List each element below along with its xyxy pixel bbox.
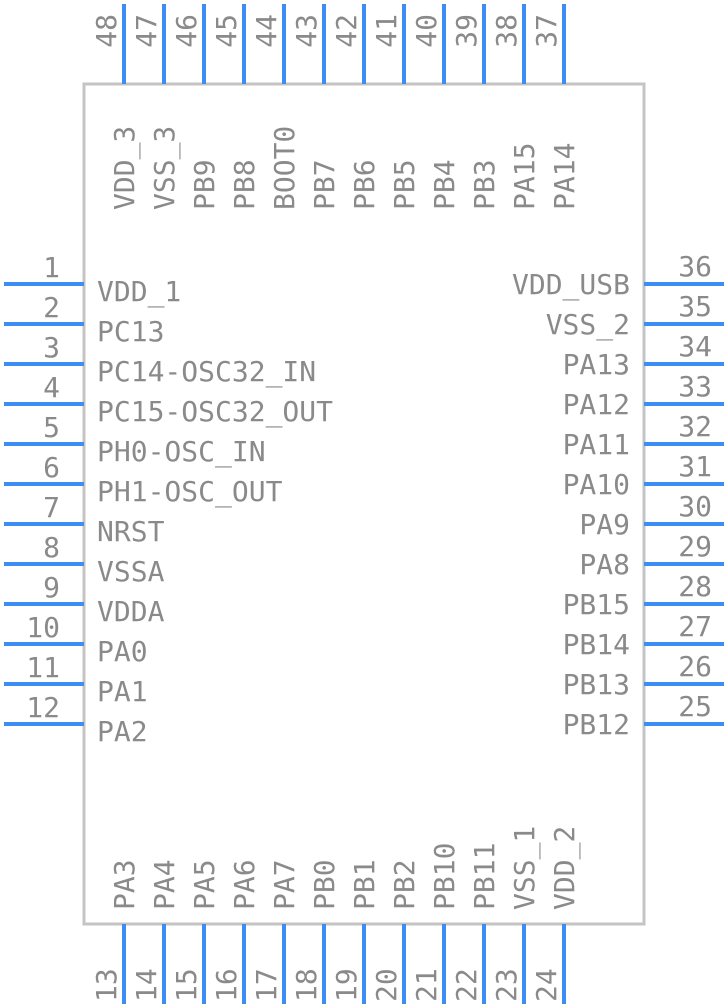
pin-label-20: PB2 xyxy=(388,859,421,910)
pin-label-26: PB13 xyxy=(563,668,630,701)
pin-label-38: PA15 xyxy=(508,143,541,210)
pin-label-31: PA10 xyxy=(563,468,630,501)
pin-number-26: 26 xyxy=(678,650,712,683)
pin-label-6: PH1-OSC_OUT xyxy=(97,475,283,509)
pin-label-33: PA12 xyxy=(563,388,630,421)
pin-number-10: 10 xyxy=(26,611,60,644)
pin-number-17: 17 xyxy=(250,968,283,1002)
pin-number-11: 11 xyxy=(26,651,60,684)
pin-label-7: NRST xyxy=(97,515,165,548)
pin-label-45: PB8 xyxy=(228,159,261,210)
pin-label-25: PB12 xyxy=(563,708,630,741)
pin-label-48: VDD_3 xyxy=(108,126,142,210)
pin-label-37: PA14 xyxy=(548,143,581,210)
pin-label-29: PA8 xyxy=(579,548,630,581)
pin-number-42: 42 xyxy=(330,14,363,48)
pin-number-25: 25 xyxy=(678,690,712,723)
pin-number-45: 45 xyxy=(210,14,243,48)
pin-number-39: 39 xyxy=(450,14,483,48)
pin-label-5: PH0-OSC_IN xyxy=(97,435,266,469)
pin-label-16: PA6 xyxy=(228,859,261,910)
pin-number-36: 36 xyxy=(678,250,712,283)
pin-label-13: PA3 xyxy=(108,859,141,910)
pin-number-29: 29 xyxy=(678,530,712,563)
pin-label-19: PB1 xyxy=(348,859,381,910)
pin-label-35: VSS_2 xyxy=(546,308,630,342)
pin-label-4: PC15-OSC32_OUT xyxy=(97,395,333,429)
pin-label-11: PA1 xyxy=(97,675,148,708)
pin-label-22: PB11 xyxy=(468,843,501,910)
pin-label-43: PB7 xyxy=(308,159,341,210)
pin-label-23: VSS_1 xyxy=(508,826,542,910)
pin-label-34: PA13 xyxy=(563,348,630,381)
pin-number-24: 24 xyxy=(530,968,563,1002)
pin-label-3: PC14-OSC32_IN xyxy=(97,355,316,389)
pin-label-40: PB4 xyxy=(428,159,461,210)
pin-label-27: PB14 xyxy=(563,628,630,661)
pin-label-47: VSS_3 xyxy=(148,126,182,210)
pin-label-8: VSSA xyxy=(97,555,165,588)
pin-label-39: PB3 xyxy=(468,159,501,210)
pin-label-32: PA11 xyxy=(563,428,630,461)
pin-number-32: 32 xyxy=(678,410,712,443)
pin-label-18: PB0 xyxy=(308,859,341,910)
pin-number-14: 14 xyxy=(130,968,163,1002)
pin-number-8: 8 xyxy=(43,531,60,564)
pin-number-41: 41 xyxy=(370,14,403,48)
pin-number-16: 16 xyxy=(210,968,243,1002)
pin-number-5: 5 xyxy=(43,411,60,444)
pin-number-23: 23 xyxy=(490,968,523,1002)
pin-label-9: VDDA xyxy=(97,595,165,628)
ic-body xyxy=(82,82,646,926)
pin-number-22: 22 xyxy=(450,968,483,1002)
pin-label-42: PB6 xyxy=(348,159,381,210)
pin-number-43: 43 xyxy=(290,14,323,48)
pin-number-46: 46 xyxy=(170,14,203,48)
pin-number-31: 31 xyxy=(678,450,712,483)
pin-label-15: PA5 xyxy=(188,859,221,910)
pin-number-19: 19 xyxy=(330,968,363,1002)
pin-label-28: PB15 xyxy=(563,588,630,621)
pin-number-35: 35 xyxy=(678,290,712,323)
pin-label-12: PA2 xyxy=(97,715,148,748)
pin-number-9: 9 xyxy=(43,571,60,604)
pin-number-30: 30 xyxy=(678,490,712,523)
pin-label-1: VDD_1 xyxy=(97,275,181,309)
pin-label-30: PA9 xyxy=(579,508,630,541)
pin-label-41: PB5 xyxy=(388,159,421,210)
pin-number-44: 44 xyxy=(250,14,283,48)
pin-number-15: 15 xyxy=(170,968,203,1002)
pin-label-10: PA0 xyxy=(97,635,148,668)
pin-number-4: 4 xyxy=(43,371,60,404)
pin-number-13: 13 xyxy=(90,968,123,1002)
pin-number-21: 21 xyxy=(410,968,443,1002)
pin-number-3: 3 xyxy=(43,331,60,364)
pin-number-1: 1 xyxy=(43,251,60,284)
pin-number-37: 37 xyxy=(530,14,563,48)
pin-number-28: 28 xyxy=(678,570,712,603)
pin-number-20: 20 xyxy=(370,968,403,1002)
pin-label-46: PB9 xyxy=(188,159,221,210)
pin-number-40: 40 xyxy=(410,14,443,48)
pin-label-17: PA7 xyxy=(268,859,301,910)
pin-number-6: 6 xyxy=(43,451,60,484)
pin-label-21: PB10 xyxy=(428,843,461,910)
pin-label-44: BOOT0 xyxy=(268,126,301,210)
pin-number-12: 12 xyxy=(26,691,60,724)
pin-number-38: 38 xyxy=(490,14,523,48)
pin-number-18: 18 xyxy=(290,968,323,1002)
pin-number-34: 34 xyxy=(678,330,712,363)
pin-number-27: 27 xyxy=(678,610,712,643)
pin-label-24: VDD_2 xyxy=(548,826,582,910)
pin-label-36: VDD_USB xyxy=(512,268,630,302)
pin-label-2: PC13 xyxy=(97,315,164,348)
pin-number-33: 33 xyxy=(678,370,712,403)
pin-number-47: 47 xyxy=(130,14,163,48)
pin-number-48: 48 xyxy=(90,14,123,48)
pin-number-7: 7 xyxy=(43,491,60,524)
pin-label-14: PA4 xyxy=(148,859,181,910)
pin-number-2: 2 xyxy=(43,291,60,324)
